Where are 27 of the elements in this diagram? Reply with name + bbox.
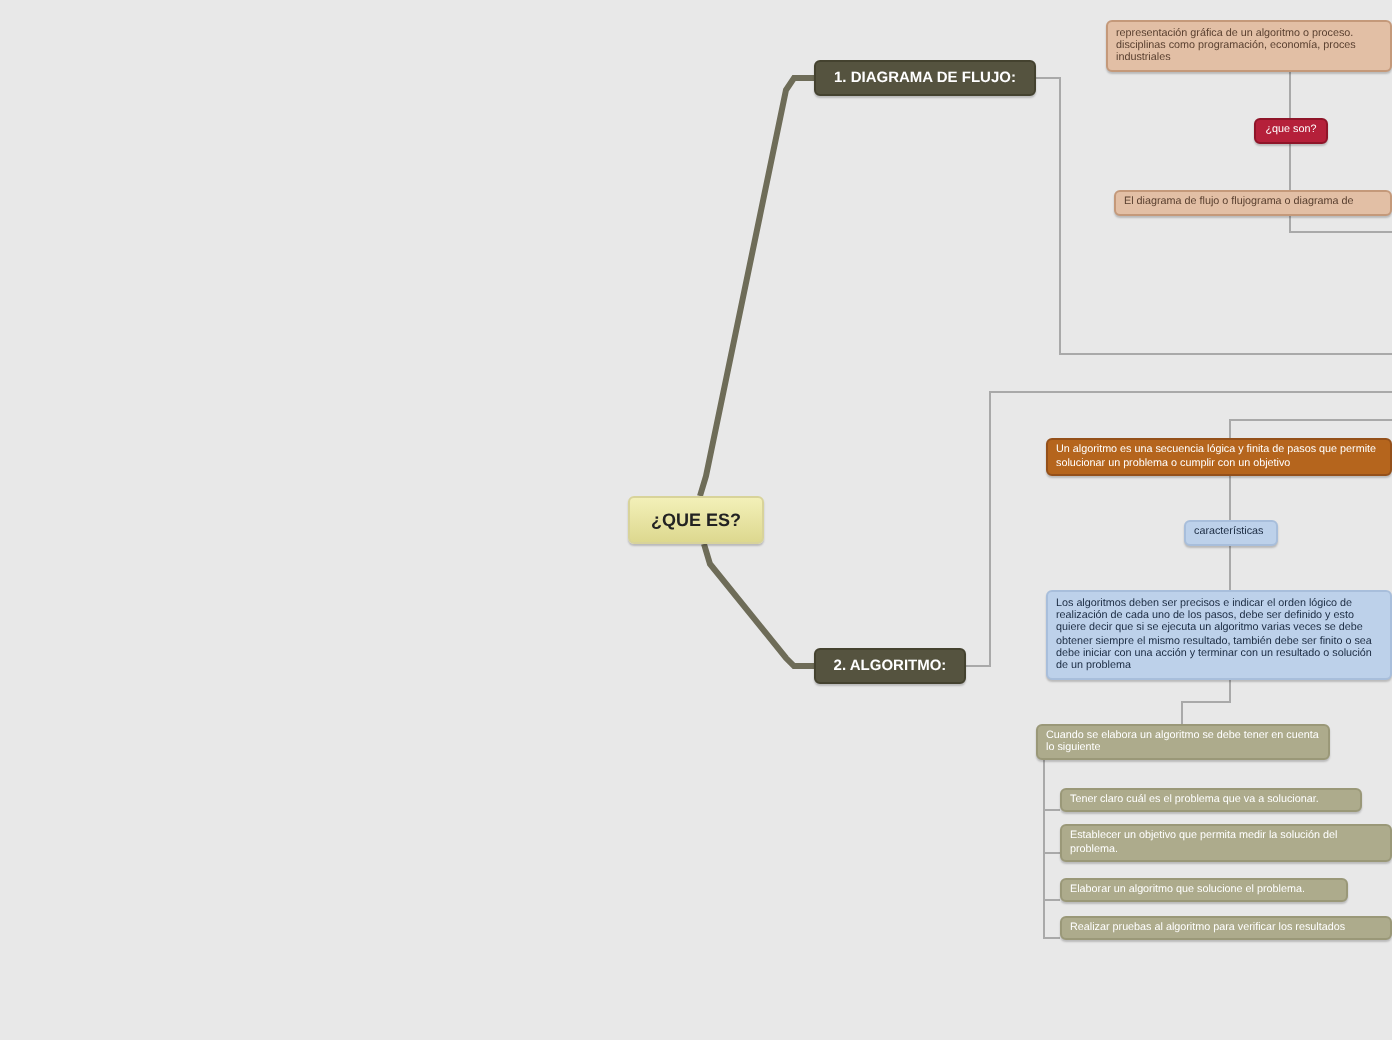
- subtopic-box: [1184, 520, 1278, 546]
- connector-line: [965, 391, 1392, 667]
- subtopic-box: [1036, 724, 1330, 760]
- subtopic-box: [1060, 824, 1392, 862]
- connector-line: [697, 75, 814, 497]
- root-topic: [628, 496, 764, 544]
- connector-line: [1229, 419, 1392, 439]
- subtopic-box: [1114, 190, 1392, 216]
- connector-line: [1289, 215, 1392, 233]
- connector-line: [1289, 71, 1291, 119]
- connector-line: [1181, 679, 1231, 725]
- connector-line: [1229, 545, 1231, 591]
- connector-line: [1229, 475, 1231, 521]
- connector-line: [1035, 77, 1392, 355]
- subtopic-box: [1060, 878, 1348, 902]
- subtopic-box: [1106, 20, 1392, 72]
- connector-line: [701, 543, 814, 669]
- connector-line: [1289, 143, 1291, 191]
- connector-line: [1043, 759, 1061, 939]
- subtopic-box: [1060, 788, 1362, 812]
- subtopic-box: [1046, 438, 1392, 476]
- topic-text: ¿QUE ES?: [650, 509, 741, 531]
- subtopic-box: [1254, 118, 1328, 144]
- subtopic-box: [1046, 590, 1392, 680]
- main-topic: [814, 60, 1036, 96]
- main-topic: [814, 648, 966, 684]
- subtopic-box: [1060, 916, 1392, 940]
